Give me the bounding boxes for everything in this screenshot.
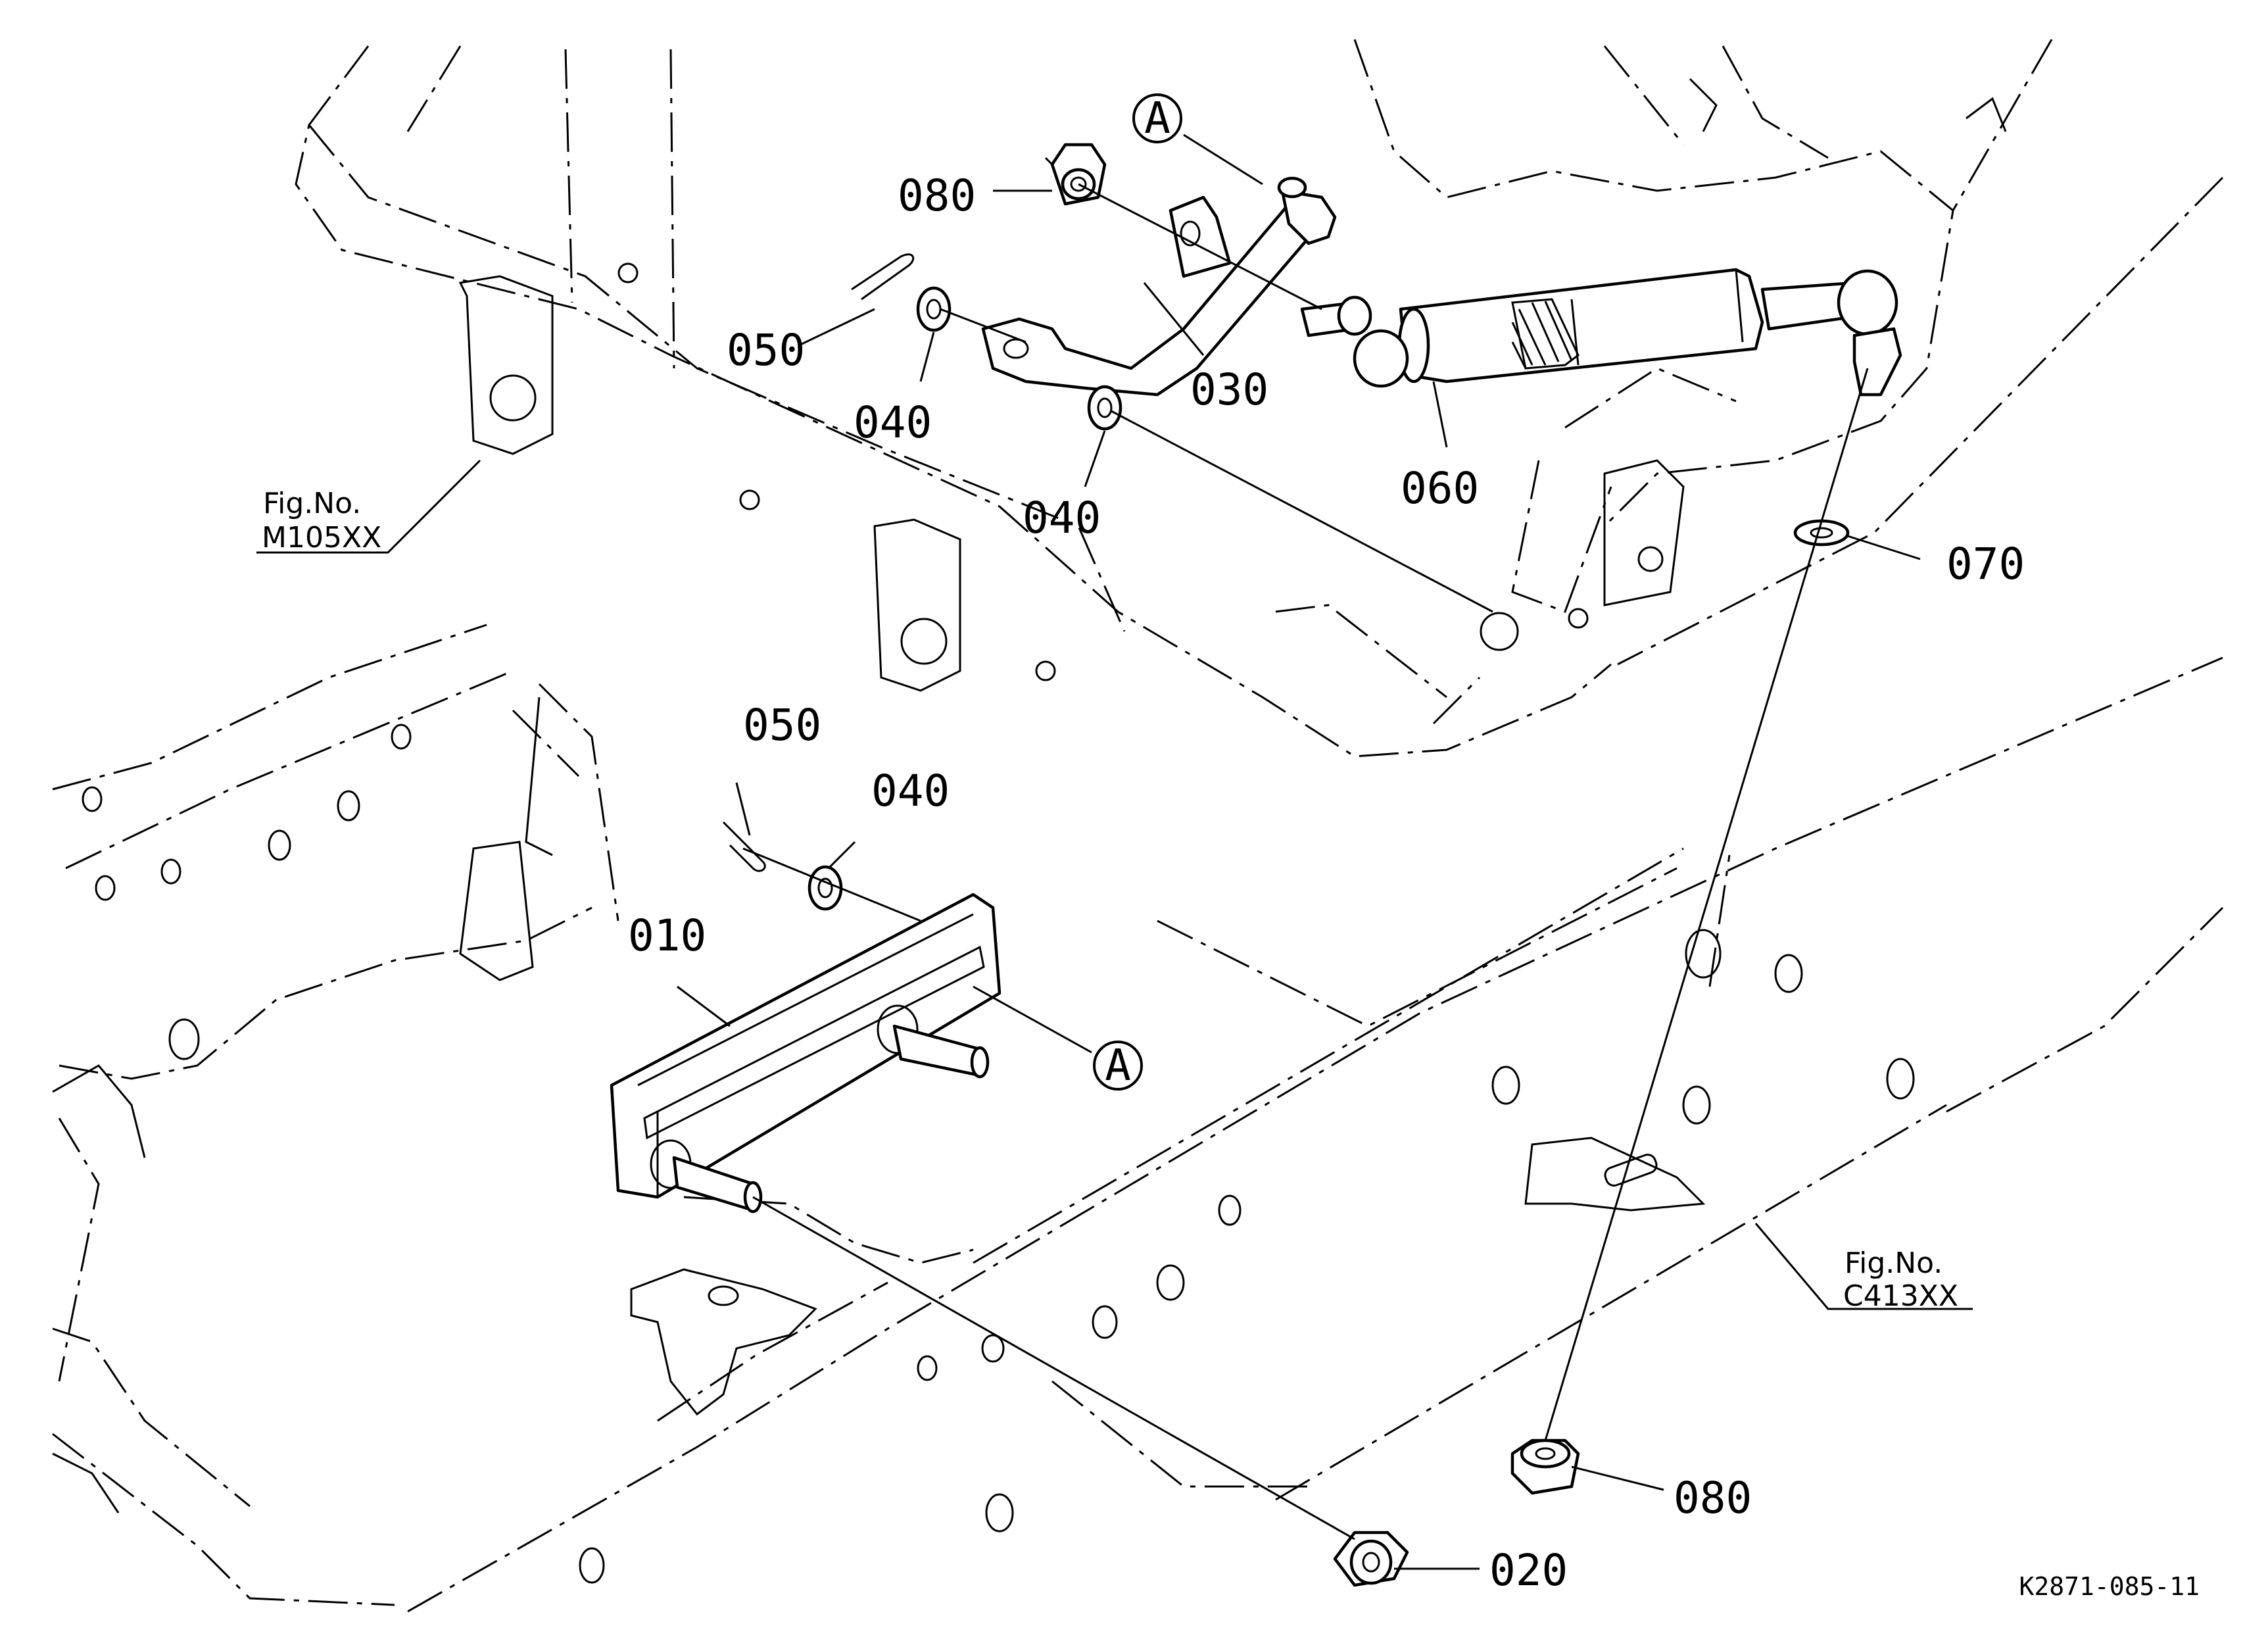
fig-ref-upper-line2: M105XX: [262, 521, 381, 554]
washer-040-upper-mid: [1087, 385, 1122, 431]
ref-mark-bottom: A: [1105, 1040, 1131, 1091]
callout-030: 030: [1190, 364, 1268, 415]
callout-050-lower: 050: [743, 700, 821, 750]
callout-050-top: 050: [727, 325, 805, 376]
callout-070: 070: [1946, 539, 2025, 589]
cotter-pin-050-lower: [722, 821, 766, 872]
washer-040-lower: [808, 865, 843, 911]
callout-080-bottom: 080: [1674, 1473, 1752, 1523]
chassis-brackets: [52, 697, 1706, 1513]
fig-ref-lower-line2: C413XX: [1843, 1279, 1958, 1313]
callout-020: 020: [1489, 1545, 1568, 1596]
lower-chassis-outline: [52, 624, 2224, 1613]
washer-040-upper-left: [916, 286, 952, 332]
callout-040-lower: 040: [871, 766, 950, 816]
cotter-pin-050-upper: [851, 253, 915, 301]
callout-040-upper-left: 040: [854, 397, 932, 448]
nut-080-top: [1050, 143, 1107, 206]
nut-020: [1333, 1531, 1409, 1587]
pin-A-top: [1277, 176, 1307, 199]
callout-080-top: 080: [898, 170, 976, 221]
callout-060: 060: [1401, 463, 1479, 514]
plate-010: [610, 893, 1001, 1214]
leader-lines: [256, 134, 1973, 1570]
fig-ref-upper-line1: Fig.No.: [263, 487, 361, 520]
bracket-030: [981, 189, 1337, 397]
ref-circle-top: [1132, 93, 1182, 143]
nut-080-bottom: [1510, 1438, 1580, 1495]
gas-strut-060: [1300, 268, 1902, 397]
ref-mark-top: A: [1144, 93, 1170, 143]
upper-frame-outline: [295, 39, 2224, 758]
assembly-centerlines: [742, 157, 1869, 1540]
chassis-holes: [82, 724, 1915, 1584]
callout-040-upper-mid: 040: [1023, 493, 1101, 543]
upper-frame-brackets: [458, 78, 2007, 692]
callout-010: 010: [628, 910, 706, 961]
fig-ref-lower-line1: Fig.No.: [1845, 1246, 1942, 1280]
drawing-code: K2871-085-11: [2019, 1572, 2200, 1601]
ref-circle-bottom: [1093, 1041, 1143, 1091]
